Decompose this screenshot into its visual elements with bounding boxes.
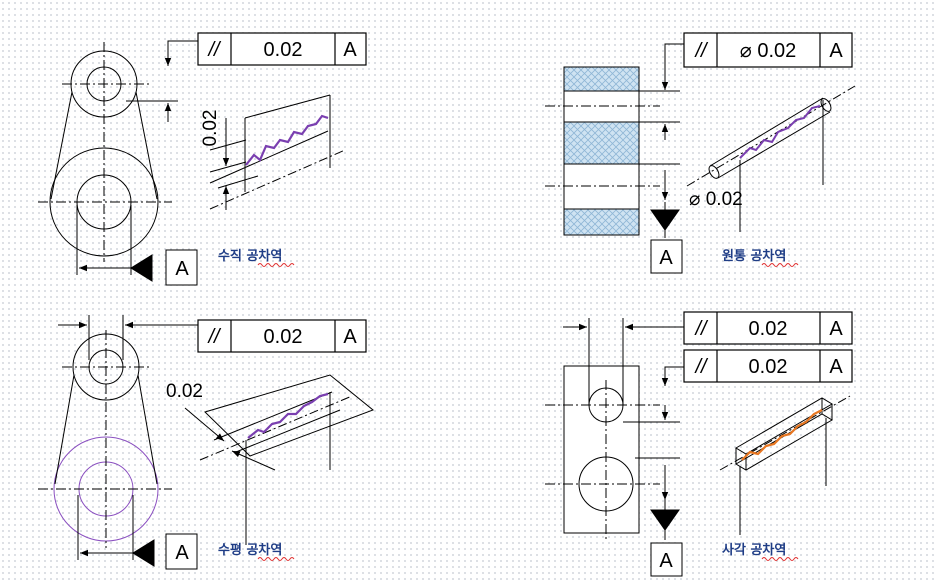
- fcf-value: ⌀ 0.02: [740, 40, 797, 62]
- spellcheck-underline: [257, 557, 295, 561]
- fcf-horizontal: // 0.02 A: [197, 319, 367, 353]
- datum-triangle: [132, 539, 155, 567]
- dimension-label: 0.02: [166, 381, 203, 402]
- datum-label: A: [175, 542, 189, 564]
- caption: 수평 공차역: [218, 542, 282, 558]
- caption: 수직 공차역: [218, 248, 282, 264]
- datum-box: [650, 239, 683, 274]
- datum-box: [165, 249, 198, 286]
- panel-horizontal: [38, 315, 198, 570]
- datum-box: [650, 542, 683, 577]
- datum-triangle: [130, 254, 153, 282]
- form-deviation-curve: [739, 105, 821, 159]
- fcf-leader: [661, 366, 684, 386]
- fcf-value: 0.02: [749, 356, 788, 378]
- fcf-leader: [164, 40, 198, 66]
- form-deviation-curve: [741, 409, 823, 461]
- fcf-value: 0.02: [749, 318, 788, 340]
- large-boss-outer: [49, 147, 159, 257]
- panel-vertical: [38, 40, 198, 286]
- datum-label: A: [659, 247, 673, 269]
- tolerance-zone-horizontal: [184, 374, 374, 545]
- link-left-edge: [50, 91, 73, 200]
- datum-label: A: [659, 550, 673, 572]
- fcf-cylinder: // ⌀ 0.02 A: [683, 32, 853, 68]
- fcf-datum: A: [829, 318, 843, 340]
- center-lines: [38, 330, 172, 548]
- fcf-square-2: // 0.02 A: [683, 349, 853, 383]
- link-right-edge: [135, 91, 158, 200]
- datum-label: A: [175, 258, 189, 280]
- fcf-value: 0.02: [264, 39, 303, 61]
- fcf-value: 0.02: [264, 326, 303, 348]
- hatched-section-bottom: [563, 208, 640, 236]
- caption: 사각 공차역: [722, 542, 786, 558]
- spellcheck-underline: [761, 557, 799, 561]
- dimension-label: ⌀ 0.02: [689, 189, 743, 210]
- fcf-vertical: // 0.02 A: [197, 32, 367, 66]
- fcf-datum: A: [829, 356, 843, 378]
- panel-cylinder: [545, 43, 684, 274]
- spellcheck-underline: [761, 263, 799, 267]
- fcf-symbol: //: [693, 356, 709, 378]
- spellcheck-underline: [257, 263, 295, 267]
- fcf-symbol: //: [206, 39, 222, 61]
- hatched-section-middle: [563, 121, 640, 165]
- tolerance-zone-cylinder: [686, 85, 856, 232]
- caption: 원통 공차역: [722, 248, 786, 264]
- center-lines: [38, 42, 172, 262]
- tolerance-zone-vertical: [209, 94, 346, 210]
- large-bore: [76, 174, 132, 230]
- panel-square: [545, 318, 684, 577]
- form-deviation-curve: [245, 114, 329, 166]
- fcf-leader: [661, 43, 684, 90]
- fcf-datum: A: [343, 326, 357, 348]
- datum-triangle: [650, 209, 680, 231]
- datum-box: [165, 533, 198, 570]
- fcf-symbol: //: [693, 40, 709, 62]
- fcf-datum: A: [343, 39, 357, 61]
- form-deviation-curve: [247, 392, 329, 439]
- datum-triangle: [650, 509, 680, 531]
- dimension-label: 0.02: [200, 110, 221, 147]
- center-lines: [545, 105, 660, 187]
- hatched-section-top: [563, 66, 640, 92]
- tolerance-zone-square: [719, 395, 851, 535]
- fcf-symbol: //: [206, 326, 222, 348]
- fcf-datum: A: [829, 40, 843, 62]
- center-lines: [545, 380, 660, 540]
- fcf-square-1: // 0.02 A: [683, 311, 853, 345]
- fcf-symbol: //: [693, 318, 709, 340]
